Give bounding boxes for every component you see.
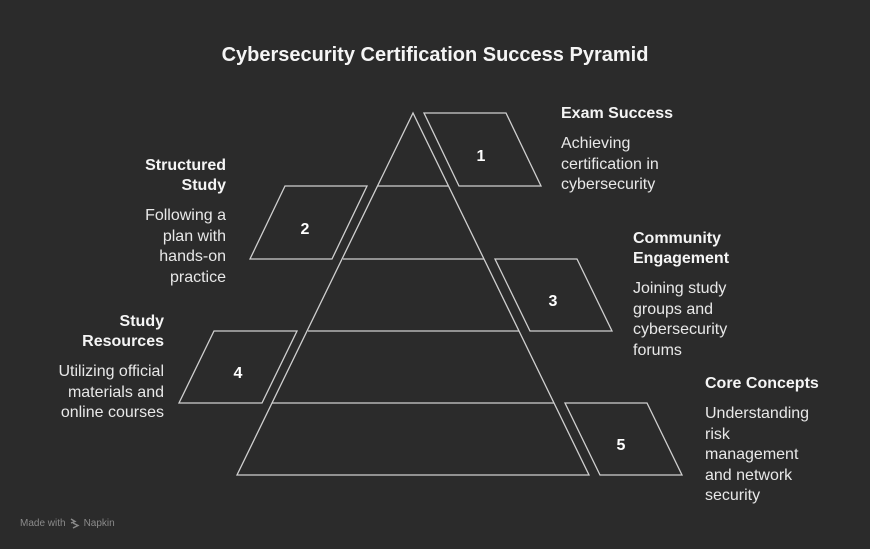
tier-3-description: Joining study groups and cybersecurity f…	[633, 280, 728, 359]
tier-5-description: Understanding risk management and networ…	[705, 405, 810, 504]
tier-3-shape	[493, 258, 614, 332]
tier-5-shape	[563, 402, 684, 476]
tier-2-label: Structured Study Following a plan with h…	[126, 156, 226, 288]
tier-1-heading: Exam Success	[561, 105, 674, 122]
napkin-brand-text: Napkin	[83, 518, 115, 529]
tier-4-label: Study Resources Utilizing official mater…	[34, 312, 164, 424]
tier-5-label: Core Concepts Understanding risk managem…	[705, 374, 825, 507]
tier-2-number: 2	[301, 221, 310, 238]
pyramid-outline	[235, 111, 591, 476]
tier-3-heading: Community Engagement	[633, 230, 730, 267]
diagram-title: Cybersecurity Certification Success Pyra…	[221, 44, 649, 66]
made-with-napkin-footer: Made with Napkin	[20, 518, 115, 529]
tier-3-number: 3	[549, 293, 558, 310]
tier-4-heading: Study Resources	[82, 313, 164, 350]
tier-1-label: Exam Success Achieving certification in …	[561, 104, 711, 196]
tier-5-heading: Core Concepts	[705, 375, 819, 392]
napkin-logo-icon	[70, 518, 80, 529]
tier-2-heading: Structured Study	[145, 157, 226, 194]
tier-1-number: 1	[477, 148, 486, 165]
tier-5-number: 5	[617, 437, 626, 454]
tier-1-shape	[422, 112, 543, 187]
tier-2-shape	[248, 185, 369, 260]
tier-3-label: Community Engagement Joining study group…	[633, 229, 743, 361]
tier-4-description: Utilizing official materials and online …	[58, 363, 164, 421]
tier-2-description: Following a plan with hands-on practice	[145, 207, 226, 286]
tier-1-description: Achieving certification in cybersecurity	[561, 135, 659, 193]
tier-4-number: 4	[234, 365, 243, 382]
tier-4-shape	[177, 330, 299, 404]
made-with-text: Made with	[20, 518, 66, 529]
